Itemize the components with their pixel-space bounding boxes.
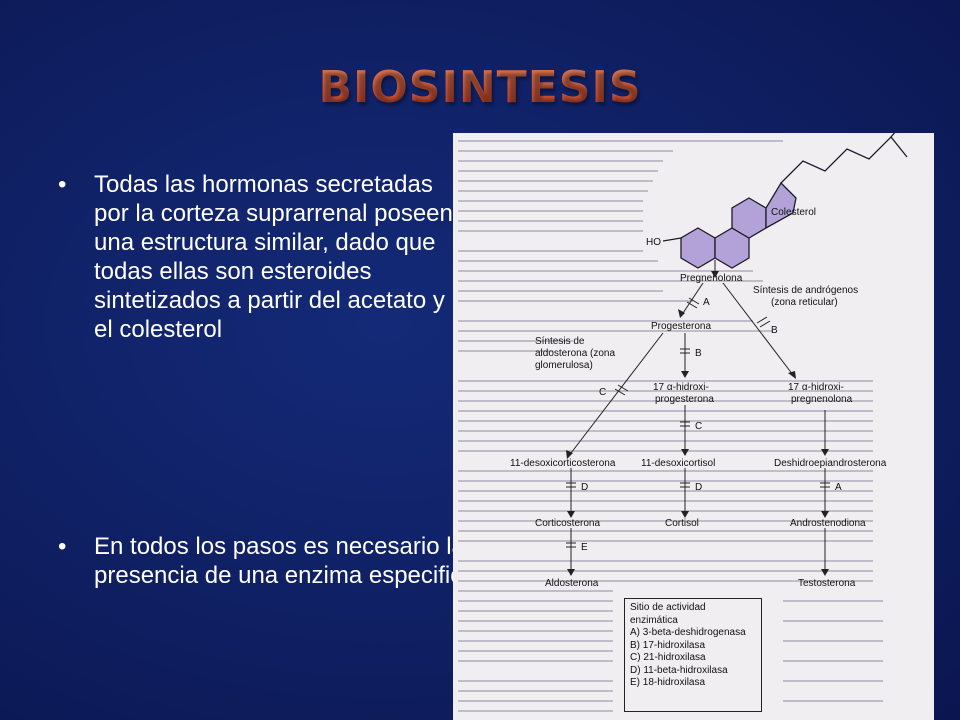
enzyme-letter-a: A — [703, 297, 710, 308]
cholesterol-label: Colesterol — [771, 207, 816, 218]
enzyme-letter-e: E — [581, 542, 588, 553]
node-sintesis-aldo-2: aldosterona (zona — [535, 348, 615, 359]
enzyme-letter-c: C — [695, 421, 702, 432]
steroid-pathway-figure: HO Colesterol — [453, 133, 934, 720]
arrow-head — [567, 511, 575, 518]
node-desoxicortisol: 11-desoxicortisol — [641, 458, 715, 469]
node-hidroxiprog-2: progesterona — [655, 394, 714, 405]
arrow-head — [821, 449, 829, 456]
legend-item: D) 11-beta-hidroxilasa — [630, 664, 728, 676]
ho-label: HO — [646, 237, 661, 248]
bullet-item-1: • Todas las hormonas secretadas por la c… — [58, 170, 458, 344]
tick — [688, 297, 700, 305]
legend-title-1: Sitio de actividad — [630, 602, 706, 613]
arrow-head — [821, 569, 829, 576]
arrow-head — [567, 569, 575, 576]
node-sintesis-androgenos-2: (zona reticular) — [771, 297, 838, 308]
arrow-head — [681, 449, 689, 456]
bullet-text: Todas las hormonas secretadas por la cor… — [94, 171, 453, 343]
node-hidroxipreg-2: pregnenolona — [791, 394, 853, 405]
node-progesterona: Progesterona — [651, 321, 711, 332]
node-sintesis-aldo-3: glomerulosa) — [535, 360, 593, 371]
node-cortisol: Cortisol — [665, 518, 699, 529]
side-chain-branch — [890, 133, 896, 138]
arrow-prog-doc — [570, 332, 664, 454]
enzyme-letter-d: D — [581, 482, 588, 493]
bullet-item-2: • En todos los pasos es necesario la pre… — [58, 532, 494, 590]
node-testosterona: Testosterona — [798, 578, 856, 589]
arrow-head — [681, 511, 689, 518]
bullet-dot: • — [58, 533, 67, 560]
node-androstenodiona: Androstenodiona — [790, 518, 866, 529]
arrow-head — [788, 371, 796, 379]
enzyme-letter-c: C — [599, 387, 606, 398]
tick — [756, 316, 768, 324]
arrow-head — [681, 371, 689, 378]
node-sintesis-androgenos-1: Síntesis de andrógenos — [753, 285, 858, 296]
node-dhea: Deshidroepiandrosterona — [774, 458, 887, 469]
arrow-head — [821, 511, 829, 518]
bullet-dot: • — [58, 171, 67, 198]
enzyme-letter-b: B — [695, 348, 702, 359]
legend-item: C) 21-hidroxilasa — [630, 652, 706, 663]
tick — [759, 320, 771, 328]
tick — [614, 388, 626, 396]
cholesterol-molecule — [662, 133, 908, 269]
enzyme-legend: Sitio de actividad enzimática A) 3-beta-… — [624, 598, 762, 712]
enzyme-letter-b: B — [771, 325, 778, 336]
ho-bond — [662, 237, 682, 242]
ring-d — [765, 181, 797, 230]
arrow-preg-hpreg — [722, 282, 794, 376]
bullet-list: • Todas las hormonas secretadas por la c… — [58, 170, 476, 589]
slide-title: BIOSINTESIS — [0, 62, 960, 113]
node-aldosterona: Aldosterona — [545, 578, 599, 589]
tick — [617, 384, 629, 392]
node-pregnenolona: Pregnenolona — [680, 273, 743, 284]
legend-item: A) 3-beta-deshidrogenasa — [630, 627, 746, 638]
enzyme-letter-a: A — [835, 482, 842, 493]
node-hidroxiprog-1: 17 α-hidroxi- — [653, 382, 709, 393]
arrow-head — [711, 271, 719, 278]
arrow-head — [566, 450, 573, 459]
legend-item: B) 17-hidroxilasa — [630, 639, 706, 651]
node-sintesis-aldo-1: Síntesis de — [535, 336, 585, 347]
node-corticosterona: Corticosterona — [535, 518, 600, 529]
side-chain — [780, 136, 908, 184]
scanned-text-background — [458, 140, 883, 712]
tick — [686, 301, 698, 309]
legend-item: E) 18-hidroxilasa — [630, 677, 706, 688]
arrow-head — [678, 309, 685, 318]
arrow-preg-prog — [682, 282, 704, 314]
arrow-heads — [566, 271, 829, 576]
node-hidroxipreg-1: 17 α-hidroxi- — [788, 382, 844, 393]
pathway-arrows — [570, 260, 826, 571]
legend-title-2: enzimática — [630, 614, 678, 626]
node-desoxicorticosterona: 11-desoxicorticosterona — [510, 458, 616, 469]
ring-a — [680, 227, 716, 269]
enzyme-letter-d: D — [695, 482, 702, 493]
enzyme-ticks — [566, 297, 830, 548]
pathway-diagram: HO Colesterol — [458, 133, 908, 712]
bullet-text: En todos los pasos es necesario la prese… — [94, 533, 476, 589]
